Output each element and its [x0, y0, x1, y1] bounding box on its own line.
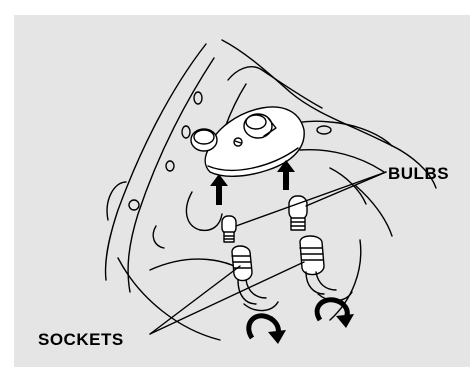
bulbs-label: BULBS	[388, 164, 449, 184]
socket-right	[300, 236, 352, 301]
rotate-arrow-icon	[249, 300, 354, 344]
body-panel-outline	[106, 40, 437, 340]
sockets-label: SOCKETS	[38, 330, 124, 350]
bulb-left	[222, 216, 236, 242]
socket-left	[232, 246, 278, 311]
